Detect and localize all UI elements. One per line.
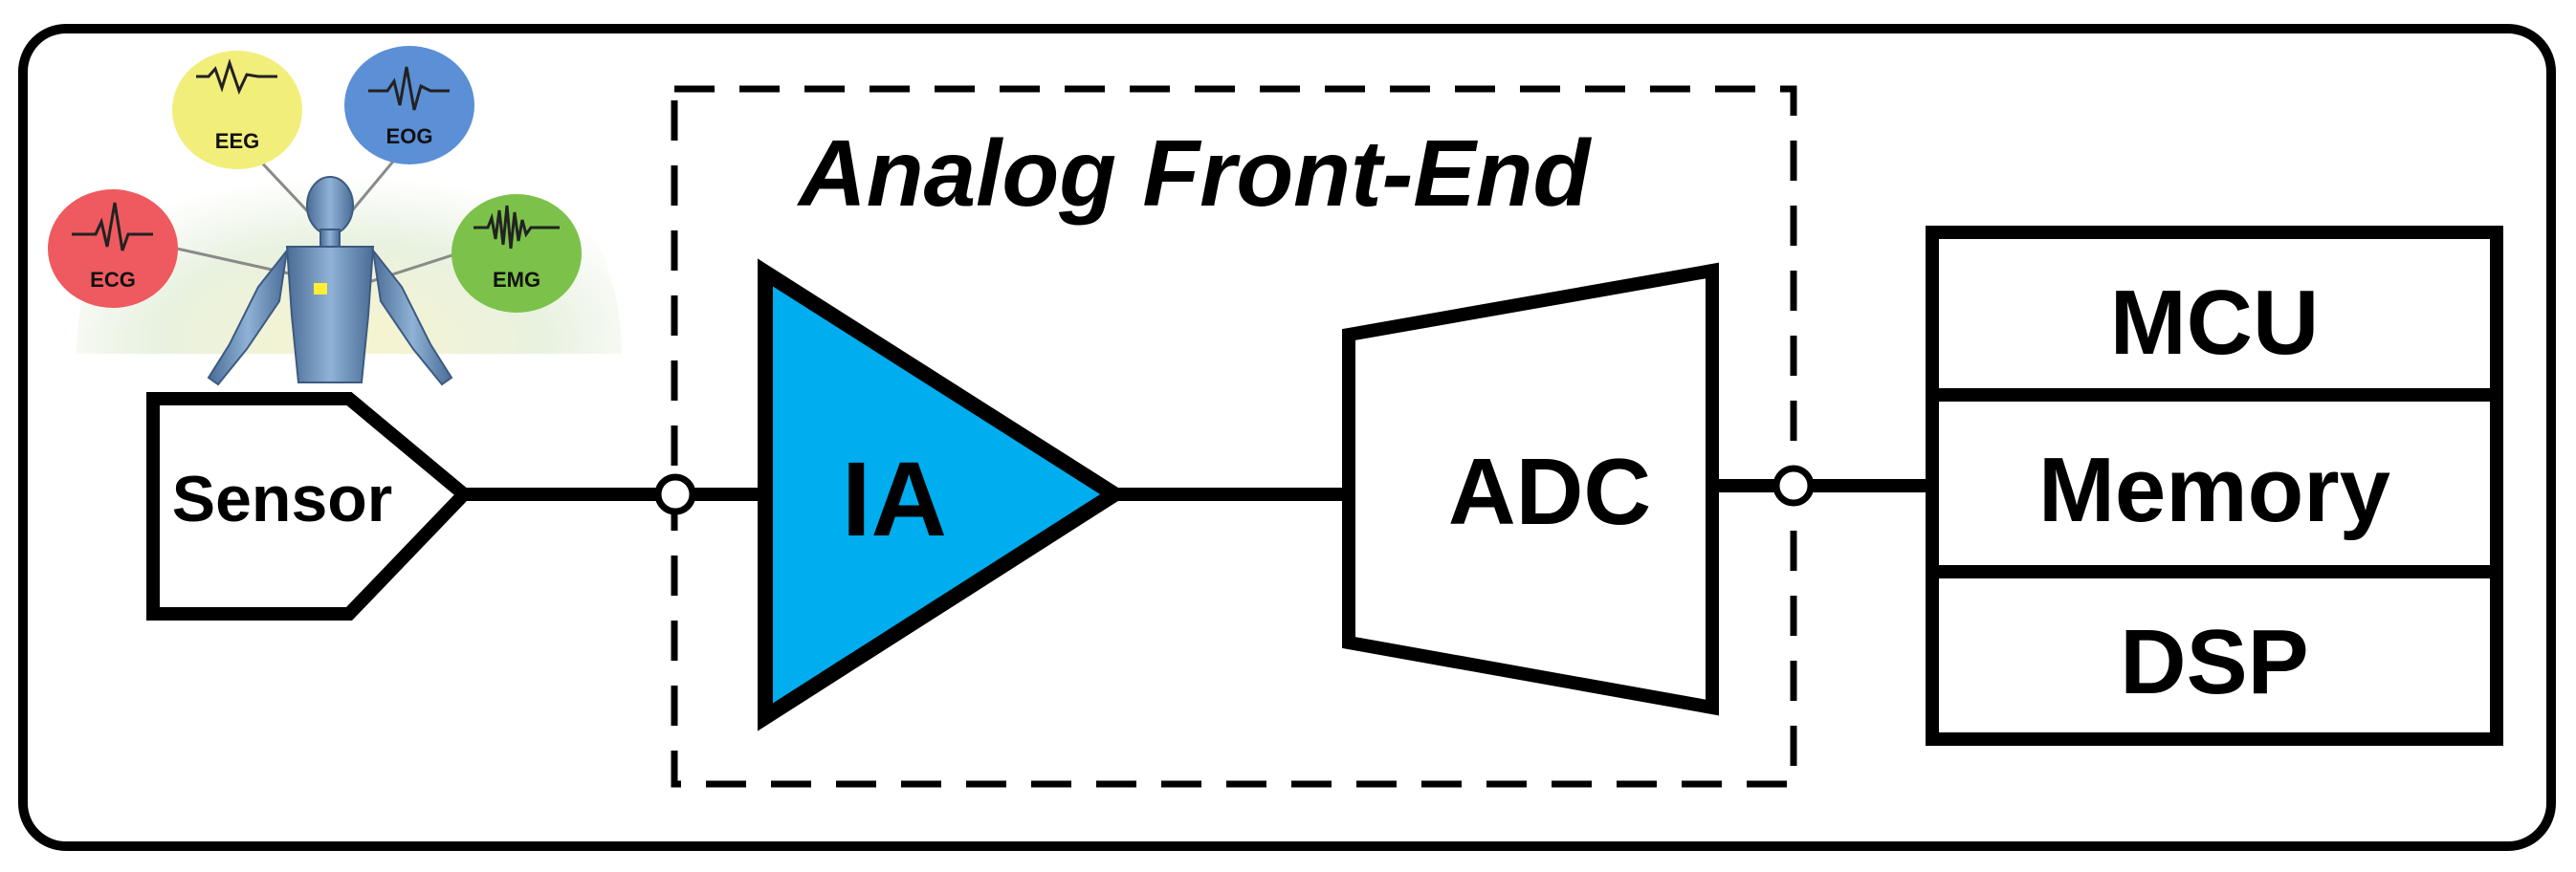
dsp-label: DSP xyxy=(2120,611,2308,713)
eog-bubble: EOG xyxy=(344,46,474,164)
adc-block xyxy=(1342,262,1719,716)
afe-output-terminal xyxy=(1772,465,1815,507)
biosignal-illustration: EEG EOG ECG EMG xyxy=(48,46,622,386)
emg-waveform-icon xyxy=(473,205,560,250)
body-sensor-patch xyxy=(314,283,327,294)
human-body-icon xyxy=(207,176,453,386)
ecg-waveform-icon xyxy=(72,202,153,251)
processing-block-mcu xyxy=(1926,226,2503,402)
ecg-bubble: ECG xyxy=(48,189,178,308)
adc-label: ADC xyxy=(1448,439,1651,544)
eog-label: EOG xyxy=(386,124,433,148)
afe-input-terminal xyxy=(654,473,696,515)
memory-label: Memory xyxy=(2038,439,2390,541)
eeg-waveform-icon xyxy=(196,58,277,95)
eeg-bubble: EEG xyxy=(172,51,302,169)
emg-label: EMG xyxy=(493,268,540,292)
afe-boundary xyxy=(671,85,1797,788)
eeg-label: EEG xyxy=(215,129,259,153)
ia-amplifier xyxy=(758,258,1129,731)
mcu-label: MCU xyxy=(2110,272,2320,374)
emg-bubble: EMG xyxy=(451,194,582,313)
ia-label: IA xyxy=(842,441,947,558)
afe-title: Analog Front-End xyxy=(796,120,1593,226)
sensor-block xyxy=(146,392,474,621)
eog-waveform-icon xyxy=(368,66,450,111)
ecg-label: ECG xyxy=(90,268,136,292)
processing-block-dsp xyxy=(1926,565,2503,746)
outer-frame xyxy=(18,24,2556,851)
sensor-label: Sensor xyxy=(172,463,393,535)
processing-block-memory xyxy=(1926,388,2503,578)
processing-stack: MCU Memory DSP xyxy=(1926,226,2503,746)
